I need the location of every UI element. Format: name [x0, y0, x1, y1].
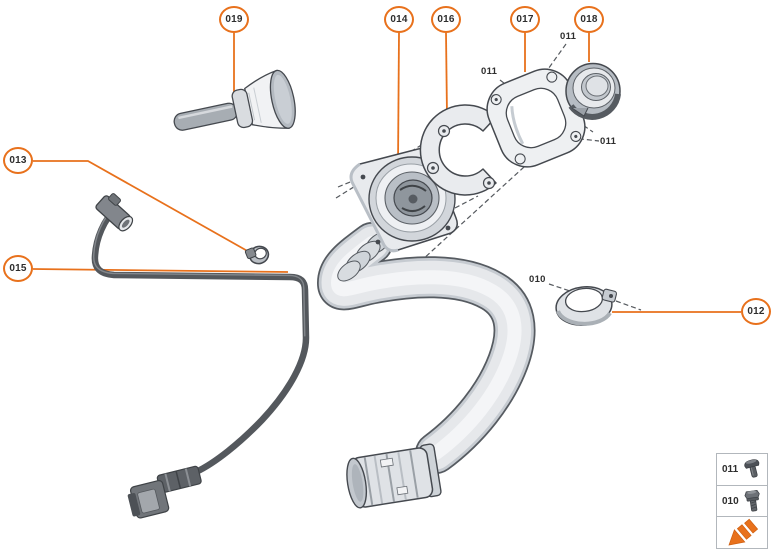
callout-013[interactable]: 013 [3, 147, 33, 174]
pipe-end-connector [346, 443, 442, 509]
callout-019[interactable]: 019 [219, 6, 249, 33]
hose-elbow-connector [127, 465, 202, 519]
direction-arrow-icon [727, 518, 758, 546]
legend-row-010[interactable]: 010 [717, 486, 767, 518]
part-ref-010[interactable]: 010 [529, 274, 546, 285]
part-cap-018 [565, 62, 621, 120]
part-retaining-bracket-016 [419, 104, 497, 196]
part-gasket-017 [486, 68, 586, 168]
callout-014[interactable]: 014 [384, 6, 414, 33]
legend-row-011[interactable]: 011 [717, 454, 767, 486]
rivet-fastener-icon [744, 459, 760, 478]
part-breather-hose-015 [91, 193, 310, 519]
part-pipe-clamp-010 [555, 286, 618, 326]
bolt-fastener-icon [744, 489, 760, 512]
hose-nozzle [95, 193, 134, 232]
callout-017[interactable]: 017 [510, 6, 540, 33]
part-filler-pipe [316, 222, 536, 509]
legend-label-010: 010 [722, 495, 739, 507]
part-hose-clamp-013 [244, 245, 270, 265]
callout-018[interactable]: 018 [574, 6, 604, 33]
legend-row-direction[interactable] [717, 517, 767, 548]
filler-neck-bellows [337, 231, 391, 282]
part-funnel-019 [173, 69, 296, 131]
part-ref-011-right[interactable]: 011 [600, 136, 617, 147]
callout-leader-lines [32, 32, 741, 313]
callout-015[interactable]: 015 [3, 255, 33, 282]
fastener-legend: 011 010 [716, 453, 768, 549]
callout-016[interactable]: 016 [431, 6, 461, 33]
legend-label-011: 011 [722, 463, 739, 475]
callout-012[interactable]: 012 [741, 298, 771, 325]
part-ref-011-top[interactable]: 011 [560, 31, 577, 42]
part-ref-011-left[interactable]: 011 [481, 66, 498, 77]
